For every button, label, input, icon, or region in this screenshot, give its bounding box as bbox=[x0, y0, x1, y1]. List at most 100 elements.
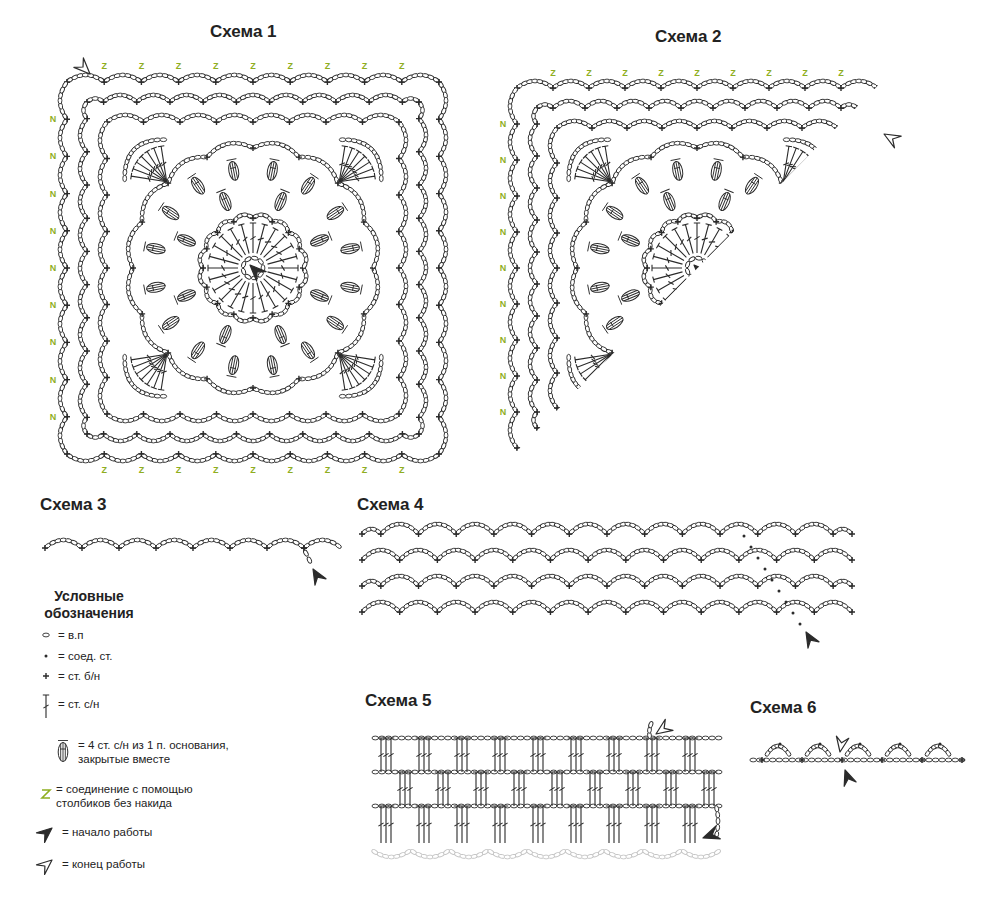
chain-stitch bbox=[776, 412, 783, 417]
chain-stitch bbox=[841, 277, 846, 284]
chain-stitch bbox=[806, 314, 810, 321]
cluster-stitch bbox=[299, 340, 319, 363]
chain-stitch bbox=[841, 347, 846, 354]
single-crochet bbox=[834, 160, 840, 166]
chain-stitch bbox=[742, 247, 749, 254]
double-crochet bbox=[208, 265, 238, 271]
chain-stitch bbox=[339, 138, 346, 142]
chain-stitch bbox=[754, 375, 761, 380]
chain-stitch bbox=[701, 271, 708, 278]
chain-stitch bbox=[671, 313, 678, 317]
chain-stitch bbox=[671, 412, 678, 417]
chain-stitch bbox=[339, 394, 346, 398]
chain-stitch bbox=[567, 360, 571, 367]
single-crochet bbox=[729, 405, 735, 411]
chain-stitch bbox=[841, 182, 846, 189]
chain-stitch bbox=[783, 394, 790, 398]
chain-stitch bbox=[726, 406, 734, 413]
chain-stitch bbox=[742, 282, 749, 289]
double-crochet bbox=[250, 223, 256, 253]
chain-stitch bbox=[123, 360, 127, 367]
chain-stitch bbox=[645, 377, 652, 381]
chain-stitch bbox=[567, 175, 571, 182]
chain-stitch bbox=[748, 273, 752, 280]
double-crochet bbox=[219, 279, 243, 303]
chain-stitch bbox=[818, 153, 824, 161]
cluster-stitch bbox=[753, 231, 776, 248]
chain-stitch bbox=[835, 367, 842, 375]
chain-stitch bbox=[842, 317, 846, 324]
chain-stitch bbox=[839, 327, 845, 335]
chain-stitch bbox=[676, 413, 683, 417]
chain-stitch bbox=[835, 197, 842, 205]
chain-stitch bbox=[651, 410, 659, 416]
chain-stitch bbox=[641, 413, 648, 417]
chain-stitch bbox=[789, 394, 796, 398]
chain-stitch bbox=[741, 412, 748, 417]
chain-stitch bbox=[154, 138, 161, 142]
cluster-stitch bbox=[340, 281, 363, 295]
chain-stitch bbox=[808, 386, 816, 393]
chain-stitch bbox=[302, 261, 308, 269]
chain-stitch bbox=[676, 313, 683, 320]
chain-stitch bbox=[842, 212, 846, 219]
chain-stitch bbox=[740, 236, 746, 243]
chain-stitch bbox=[835, 162, 842, 170]
chain-stitch bbox=[656, 406, 664, 413]
chain-stitch bbox=[604, 394, 611, 398]
cluster-posts bbox=[660, 324, 677, 347]
cluster-stitch bbox=[784, 281, 807, 295]
chain-stitch bbox=[379, 175, 383, 182]
cluster-outline bbox=[753, 288, 774, 304]
chain-stitch bbox=[725, 308, 732, 315]
chain-stitch bbox=[839, 377, 845, 385]
cluster-stitch bbox=[660, 324, 677, 347]
chain-stitch bbox=[749, 376, 756, 381]
chain-stitch bbox=[818, 273, 823, 280]
cluster-outline bbox=[769, 314, 790, 333]
chain-stitch bbox=[802, 330, 808, 338]
chain-stitch bbox=[567, 354, 571, 361]
chain-stitch bbox=[823, 175, 827, 182]
double-crochet bbox=[682, 224, 693, 254]
chain-stitch bbox=[766, 406, 774, 413]
chain-stitch bbox=[650, 378, 657, 385]
chain-stitch bbox=[566, 412, 573, 417]
chain-stitch bbox=[160, 394, 167, 398]
double-crochet bbox=[268, 272, 298, 283]
chain-stitch bbox=[241, 268, 247, 276]
chain-stitch bbox=[812, 383, 819, 390]
chain-stitch bbox=[819, 279, 824, 286]
chain-stitch bbox=[841, 382, 846, 389]
single-crochet bbox=[834, 335, 840, 341]
chain-stitch bbox=[702, 389, 709, 394]
cluster-stitch bbox=[309, 287, 332, 304]
double-crochet bbox=[264, 279, 288, 303]
chain-stitch bbox=[729, 303, 735, 310]
cluster-outline bbox=[784, 242, 805, 255]
chain-stitch bbox=[786, 346, 794, 353]
chain-stitch bbox=[835, 262, 842, 270]
chain-stitch bbox=[732, 382, 740, 389]
cluster-stitch bbox=[144, 281, 167, 295]
chain-stitch bbox=[636, 412, 643, 417]
cluster-stitch bbox=[631, 340, 651, 363]
cluster-stitch bbox=[187, 173, 207, 196]
chain-stitch bbox=[619, 366, 626, 373]
chain-stitch bbox=[835, 127, 842, 135]
cluster-stitch bbox=[710, 355, 724, 378]
double-crochet bbox=[783, 354, 815, 376]
chain-stitch bbox=[842, 387, 846, 394]
chain-stitch bbox=[839, 202, 845, 210]
chain-stitch bbox=[791, 410, 799, 416]
chain-stitch bbox=[839, 342, 845, 350]
chain-stitch bbox=[371, 261, 377, 269]
chain-stitch bbox=[701, 410, 709, 416]
chain-stitch bbox=[257, 258, 264, 265]
chain-stitch bbox=[706, 317, 714, 323]
double-crochet bbox=[783, 354, 819, 363]
double-crochet bbox=[712, 272, 742, 283]
double-crochet bbox=[579, 354, 611, 376]
cluster-stitch bbox=[769, 202, 792, 222]
cluster-stitch bbox=[716, 189, 733, 212]
